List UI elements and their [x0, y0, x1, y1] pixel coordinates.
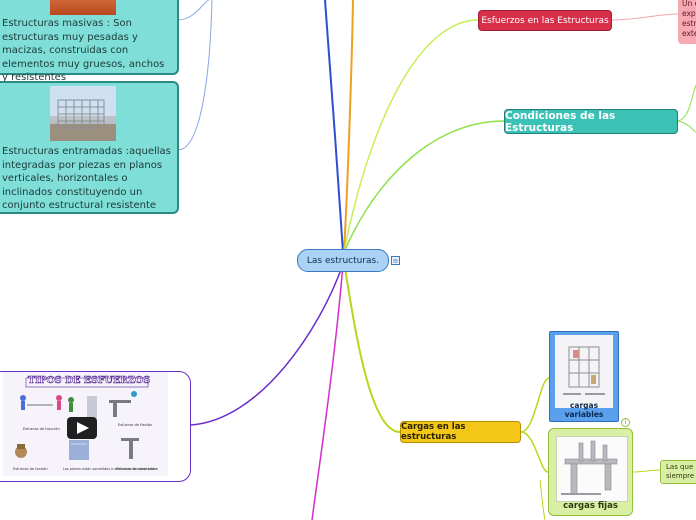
cargas-fijas-image — [556, 436, 628, 502]
central-topic[interactable]: Las estructuras. — [297, 249, 389, 272]
line-magenta — [311, 263, 344, 520]
masivas-text: Estructuras masivas : Son estructuras mu… — [2, 18, 165, 83]
label-flexion: Esfuerzo de flexión — [118, 423, 152, 427]
line-to-esfuerzos — [343, 19, 479, 253]
torsion-figure — [15, 444, 27, 458]
topic-condiciones[interactable]: Condiciones de las Estructuras — [504, 109, 678, 134]
play-icon — [77, 422, 89, 434]
flexion-figure — [87, 391, 137, 418]
node-cargas-fijas[interactable]: cargas fijas — [548, 428, 633, 516]
info-icon[interactable]: i — [621, 418, 630, 427]
card-estructuras-entramadas[interactable]: Estructuras entramadas :aquellas integra… — [0, 81, 179, 214]
line-to-tipos — [324, 0, 344, 253]
central-topic-label: Las estructuras. — [306, 255, 380, 266]
entramadas-text: Estructuras entramadas :aquellas integra… — [2, 146, 171, 211]
label-compresion: Los planos están sometidos a esfuerzos d… — [63, 467, 157, 471]
fijas-note-line: Las que — [666, 463, 694, 471]
line-to-cards — [177, 0, 213, 151]
video-tipos-esfuerzos[interactable]: TIPOS DE ESFUERZOS Esfuerzo de tracción … — [0, 371, 191, 482]
entramadas-image — [50, 86, 116, 141]
cargas-fijas-note[interactable]: Las que siempre — [660, 460, 696, 484]
condiciones-label: Condiciones de las Estructuras — [505, 109, 616, 134]
fijas-note-line: siempre — [666, 472, 695, 480]
label-cizalladura: Esfuerzo de cizalladura — [116, 467, 158, 471]
video-title: TIPOS DE ESFUERZOS — [28, 375, 150, 386]
traccion-figure — [20, 395, 74, 412]
notes-icon[interactable]: ≡ — [391, 256, 400, 265]
node-cargas-variables[interactable]: cargas variables — [549, 331, 619, 422]
line-orange — [343, 0, 354, 253]
esfuerzos-note-line: estr — [682, 19, 696, 28]
line-to-video — [190, 263, 344, 426]
esfuerzos-label: Esfuerzos en las Estructuras — [481, 15, 609, 26]
topic-cargas[interactable]: Cargas en las estructuras — [400, 421, 521, 443]
label-traccion: Esfuerzo de tracción — [23, 427, 60, 431]
label-torsion: Esfuerzo de torsión — [13, 467, 48, 471]
esfuerzos-note-line: Un e — [682, 0, 696, 8]
cargas-label: Cargas en las estructuras — [401, 422, 466, 442]
masivas-image — [50, 0, 116, 15]
line-to-cargas — [343, 261, 401, 433]
card-estructuras-masivas[interactable]: Estructuras masivas : Son estructuras mu… — [0, 0, 179, 83]
line-to-condiciones — [343, 120, 505, 253]
compresion-figure — [69, 440, 89, 460]
cargas-variables-image — [555, 335, 613, 408]
cizalladura-figure — [121, 438, 139, 459]
cargas-fijas-label: cargas fijas — [563, 501, 618, 511]
esfuerzos-note-line: exte — [682, 29, 696, 38]
topic-esfuerzos[interactable]: Esfuerzos en las Estructuras — [478, 10, 612, 31]
cargas-variables-label: cargas variables — [564, 401, 604, 419]
